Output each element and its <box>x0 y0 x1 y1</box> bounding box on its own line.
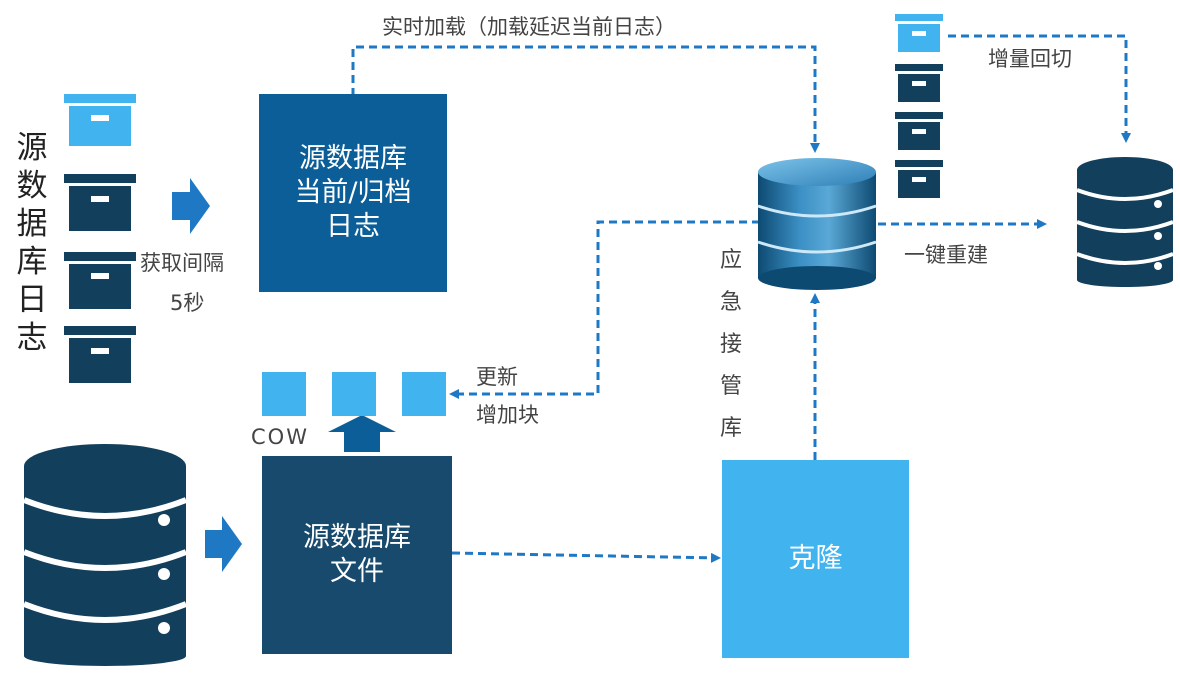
vertical-char: 管 <box>719 374 742 399</box>
fetch-interval-label: 获取间隔 <box>140 251 224 275</box>
block-arrow-right-icon <box>172 178 210 234</box>
vertical-char: 据 <box>16 206 48 242</box>
archive-box-light-icon <box>895 14 943 52</box>
database-server-icon <box>22 444 188 666</box>
realtime-load-label: 实时加载（加载延迟当前日志） <box>382 15 676 39</box>
vertical-char: 库 <box>16 244 48 280</box>
one-click-rebuild-label: 一键重建 <box>904 243 988 267</box>
vertical-char: 数 <box>16 168 48 204</box>
archive-box-dark-icon <box>64 174 136 231</box>
cow-block <box>262 372 306 416</box>
incremental-switchback-label: 增量回切 <box>988 47 1072 71</box>
database-cylinder-icon <box>757 158 877 290</box>
cow-block <box>332 372 376 416</box>
add-block-label: 增加块 <box>476 403 539 427</box>
vertical-char: 接 <box>719 332 742 357</box>
archive-box-stack-icon <box>64 94 136 383</box>
cow-block <box>402 372 446 416</box>
vertical-char: 日 <box>16 282 48 318</box>
archive-box-dark-icon <box>895 160 943 198</box>
source-db-log-label: 源数据库日志 <box>12 129 52 357</box>
archive-box-light-icon <box>64 94 136 146</box>
cow-label: COW <box>251 425 309 449</box>
update-block-connector <box>449 220 760 399</box>
current-archive-log-box: 源数据库 当前/归档 日志 <box>259 94 447 292</box>
clone-box: 克隆 <box>722 460 909 658</box>
archive-box-dark-icon <box>895 64 943 102</box>
archive-box-dark-icon <box>64 326 136 383</box>
update-label: 更新 <box>476 365 518 389</box>
vertical-char: 库 <box>719 416 742 441</box>
vertical-char: 急 <box>719 290 742 315</box>
fetch-seconds-label: 5秒 <box>170 291 205 315</box>
block-arrow-up-icon <box>328 415 396 452</box>
source-db-files-box: 源数据库 文件 <box>262 456 452 654</box>
vertical-char: 应 <box>719 248 742 273</box>
vertical-char: 志 <box>16 320 48 356</box>
archive-box-stack-icon <box>895 14 943 198</box>
switchback-connector <box>948 34 1131 143</box>
emergency-takeover-label: 应急接管库 <box>716 240 746 450</box>
vertical-char: 源 <box>16 130 48 166</box>
database-server-icon <box>1076 157 1174 287</box>
clone-connector <box>451 551 721 563</box>
block-arrow-right-icon <box>205 516 242 572</box>
archive-box-dark-icon <box>64 252 136 309</box>
archive-box-dark-icon <box>895 112 943 150</box>
realtime-load-connector <box>351 45 820 153</box>
